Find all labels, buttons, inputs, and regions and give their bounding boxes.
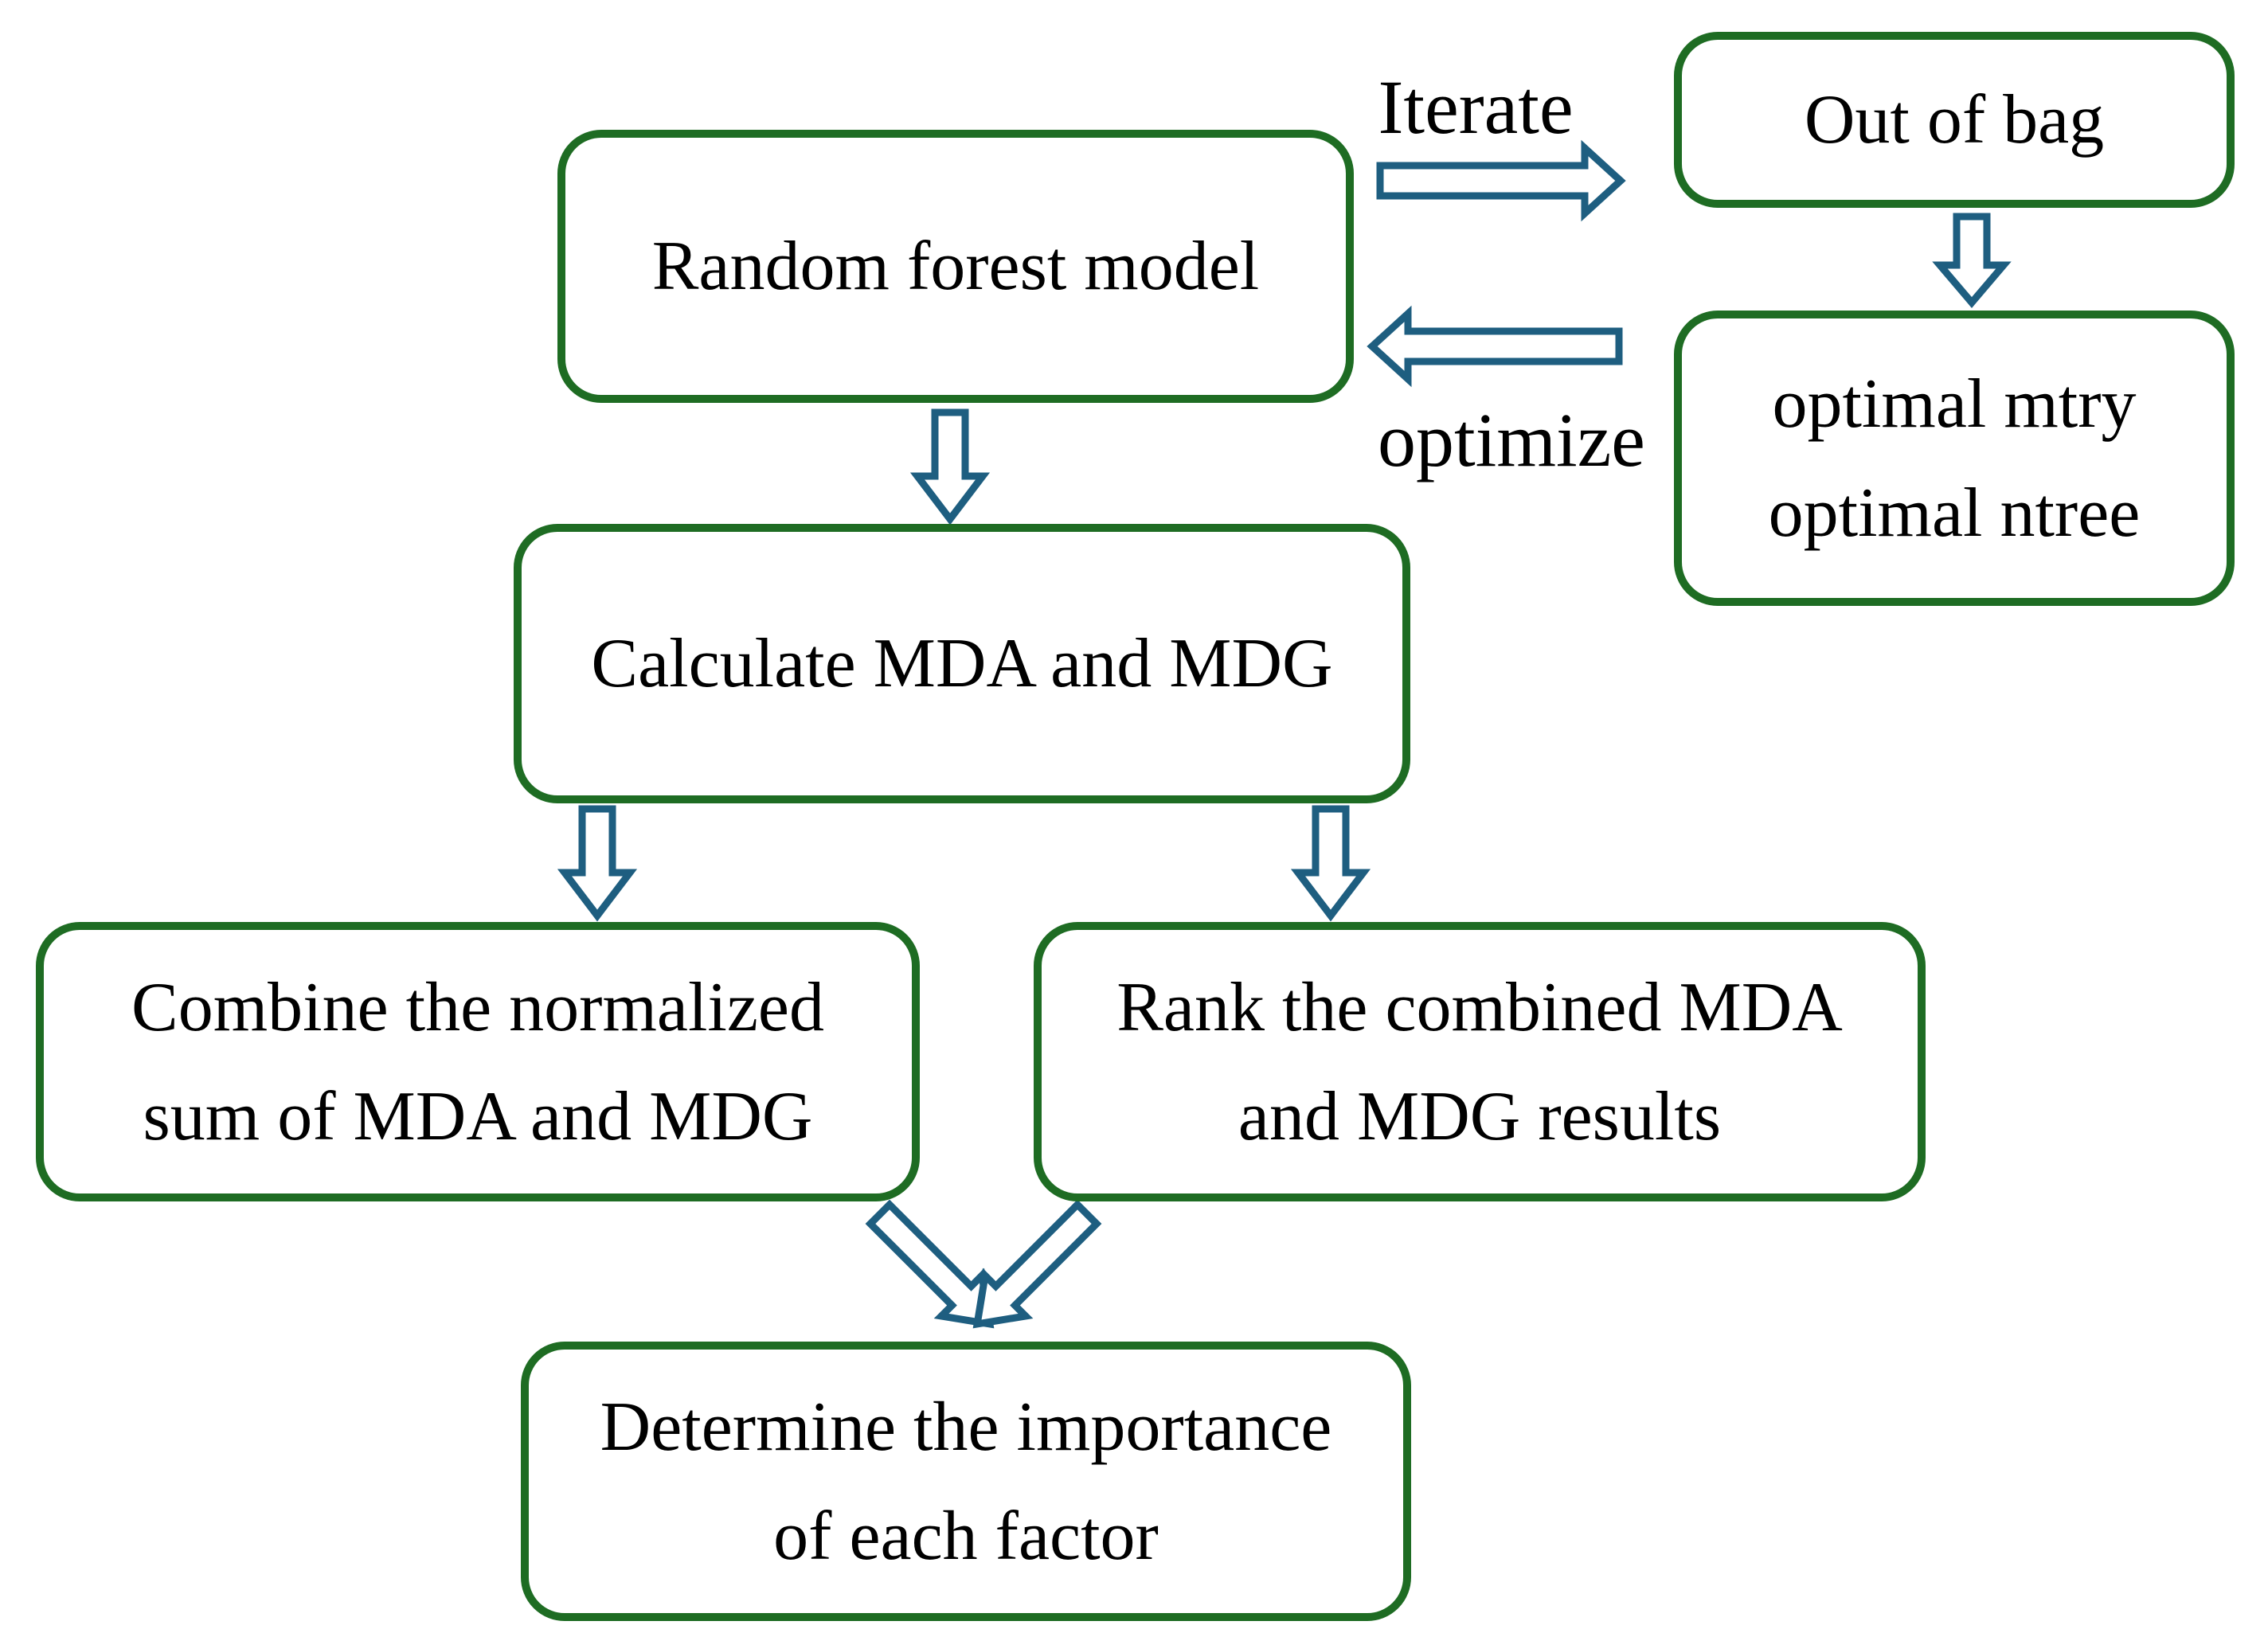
node-random-forest-model-text: Random forest model bbox=[651, 228, 1260, 305]
node-out-of-bag: Out of bag bbox=[1674, 32, 2235, 208]
arrow-rank-to-determine-diagonal bbox=[972, 1199, 1102, 1329]
node-calculate-mda-mdg: Calculate MDA and MDG bbox=[514, 524, 1410, 803]
node-determine-importance-line1: Determine the importance bbox=[600, 1388, 1332, 1466]
iterate-label: Iterate bbox=[1378, 64, 1574, 150]
arrow-calculate-to-combine-down bbox=[557, 805, 638, 922]
node-calculate-mda-mdg-text: Calculate MDA and MDG bbox=[591, 625, 1333, 702]
node-rank-combined-results: Rank the combined MDA and MDG results bbox=[1034, 922, 1926, 1201]
arrow-oob-to-optimal-down bbox=[1932, 213, 2012, 308]
node-random-forest-model: Random forest model bbox=[557, 130, 1354, 403]
node-out-of-bag-text: Out of bag bbox=[1804, 81, 2105, 158]
arrow-iterate-right bbox=[1376, 139, 1626, 222]
node-optimal-parameters: optimal mtry optimal ntree bbox=[1674, 311, 2235, 606]
arrow-combine-to-determine-diagonal bbox=[865, 1199, 995, 1329]
node-optimal-parameters-line1: optimal mtry bbox=[1772, 365, 2137, 443]
node-optimal-parameters-line2: optimal ntree bbox=[1768, 474, 2141, 552]
arrow-calculate-to-rank-down bbox=[1290, 805, 1371, 922]
node-combine-normalized-sum: Combine the normalized sum of MDA and MD… bbox=[36, 922, 920, 1201]
arrow-rf-to-calculate-down bbox=[909, 408, 991, 525]
optimize-label: optimize bbox=[1378, 397, 1645, 482]
node-determine-importance: Determine the importance of each factor bbox=[521, 1342, 1411, 1621]
node-determine-importance-line2: of each factor bbox=[773, 1497, 1159, 1575]
arrow-optimize-left bbox=[1367, 305, 1623, 388]
node-combine-normalized-sum-line1: Combine the normalized bbox=[131, 968, 824, 1046]
node-combine-normalized-sum-line2: sum of MDA and MDG bbox=[143, 1077, 813, 1155]
node-rank-combined-results-line1: Rank the combined MDA bbox=[1116, 968, 1843, 1046]
node-rank-combined-results-line2: and MDG results bbox=[1238, 1077, 1722, 1155]
